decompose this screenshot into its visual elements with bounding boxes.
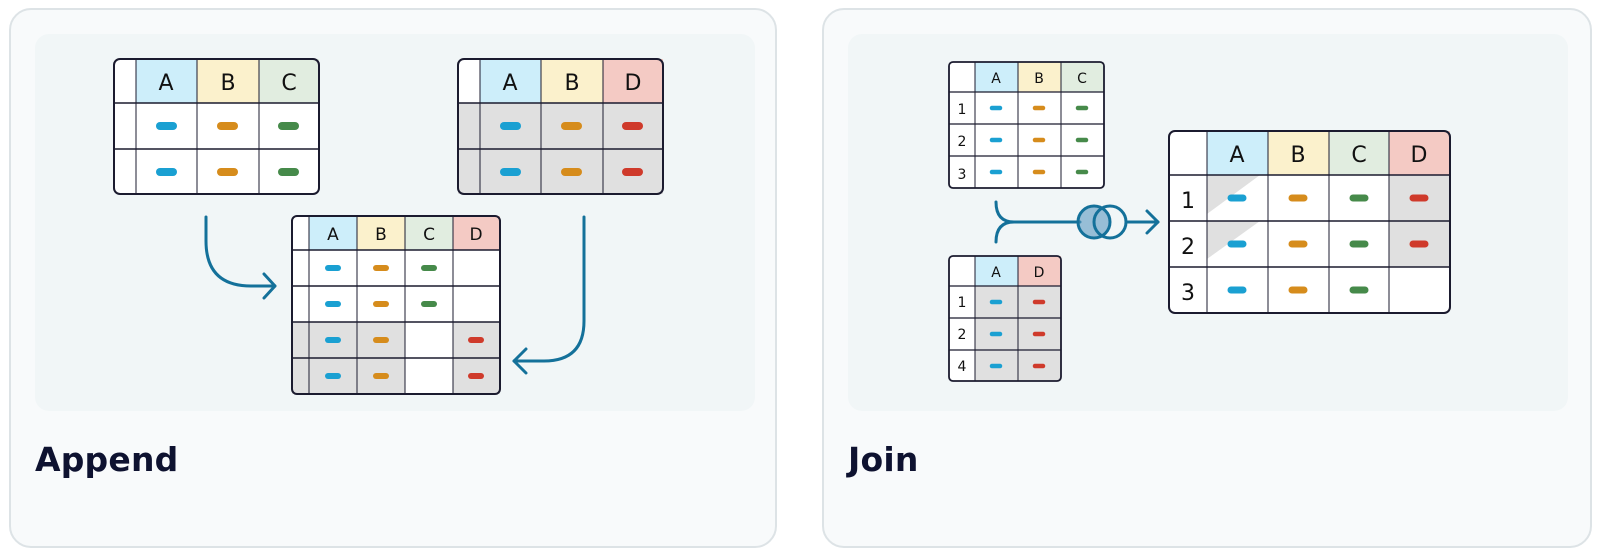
- append-result-table: A B C D: [291, 215, 501, 395]
- column-header-cell: [136, 59, 197, 103]
- column-header: A: [991, 265, 1001, 281]
- join-title: Join: [848, 440, 919, 479]
- column-header: D: [625, 71, 642, 96]
- row-label: 4: [958, 359, 967, 375]
- row-label: 2: [958, 134, 967, 150]
- column-header-cell: [1018, 62, 1061, 92]
- column-header: A: [1229, 143, 1244, 168]
- column-header: A: [991, 71, 1001, 87]
- column-header-cell: [603, 59, 663, 103]
- column-header-cell: [1389, 131, 1450, 175]
- arrow-head: [262, 272, 277, 300]
- join-source-table-bottom: A D 1 2 4: [948, 255, 1062, 382]
- column-header: A: [502, 71, 517, 96]
- append-title: Append: [35, 440, 179, 479]
- row-label: 1: [958, 295, 967, 311]
- row-label: 2: [1181, 235, 1195, 260]
- append-source-table-right: A B D: [457, 58, 664, 195]
- column-header: B: [1290, 143, 1305, 168]
- column-header-cell: [259, 59, 319, 103]
- column-header: D: [1034, 265, 1045, 281]
- column-header: D: [469, 225, 482, 245]
- column-header-cell: [1329, 131, 1389, 175]
- column-header-cell: [975, 62, 1018, 92]
- arrow-head: [512, 347, 528, 375]
- column-header-cell: [309, 216, 357, 250]
- bracket-icon: [994, 200, 1016, 244]
- join-source-table-top: A B C 1 2 3: [948, 61, 1105, 189]
- join-illustration: A B C 1 2 3: [848, 34, 1568, 411]
- column-header: D: [1411, 143, 1428, 168]
- column-header: B: [564, 71, 579, 96]
- column-header: C: [1351, 143, 1366, 168]
- append-card[interactable]: A B C: [9, 8, 777, 548]
- arrow-left-to-result: [204, 215, 277, 288]
- join-result-table: A B C D 1 2 3: [1168, 130, 1451, 314]
- column-header-cell: [975, 256, 1018, 286]
- column-header-cell: [357, 216, 405, 250]
- row-label: 2: [958, 327, 967, 343]
- append-diagram: A B C: [113, 58, 664, 395]
- row-label: 3: [1181, 281, 1195, 306]
- column-header-cell: [1018, 256, 1061, 286]
- append-source-table-left: A B C: [113, 58, 320, 195]
- column-header-cell: [1061, 62, 1104, 92]
- column-header-cell: [453, 216, 500, 250]
- column-header: C: [281, 71, 296, 96]
- column-header: C: [423, 225, 435, 245]
- column-header-cell: [197, 59, 259, 103]
- column-header-cell: [541, 59, 603, 103]
- row-label: 1: [1181, 189, 1195, 214]
- column-header: A: [158, 71, 173, 96]
- append-illustration: A B C: [35, 34, 755, 411]
- join-card[interactable]: A B C 1 2 3: [822, 8, 1592, 548]
- column-header: B: [220, 71, 235, 96]
- column-header: C: [1077, 71, 1087, 87]
- column-header-cell: [1207, 131, 1268, 175]
- column-header: B: [1034, 71, 1044, 87]
- column-header-cell: [405, 216, 453, 250]
- join-connector: [994, 200, 1160, 244]
- column-header: A: [327, 225, 339, 245]
- row-label: 1: [958, 102, 967, 118]
- row-label: 3: [958, 167, 967, 183]
- column-header-cell: [480, 59, 541, 103]
- column-header: B: [375, 225, 387, 245]
- arrow-right-to-result: [512, 215, 586, 363]
- join-diagram: A B C 1 2 3: [948, 61, 1451, 382]
- arrow-head: [1145, 209, 1160, 235]
- column-header-cell: [1268, 131, 1329, 175]
